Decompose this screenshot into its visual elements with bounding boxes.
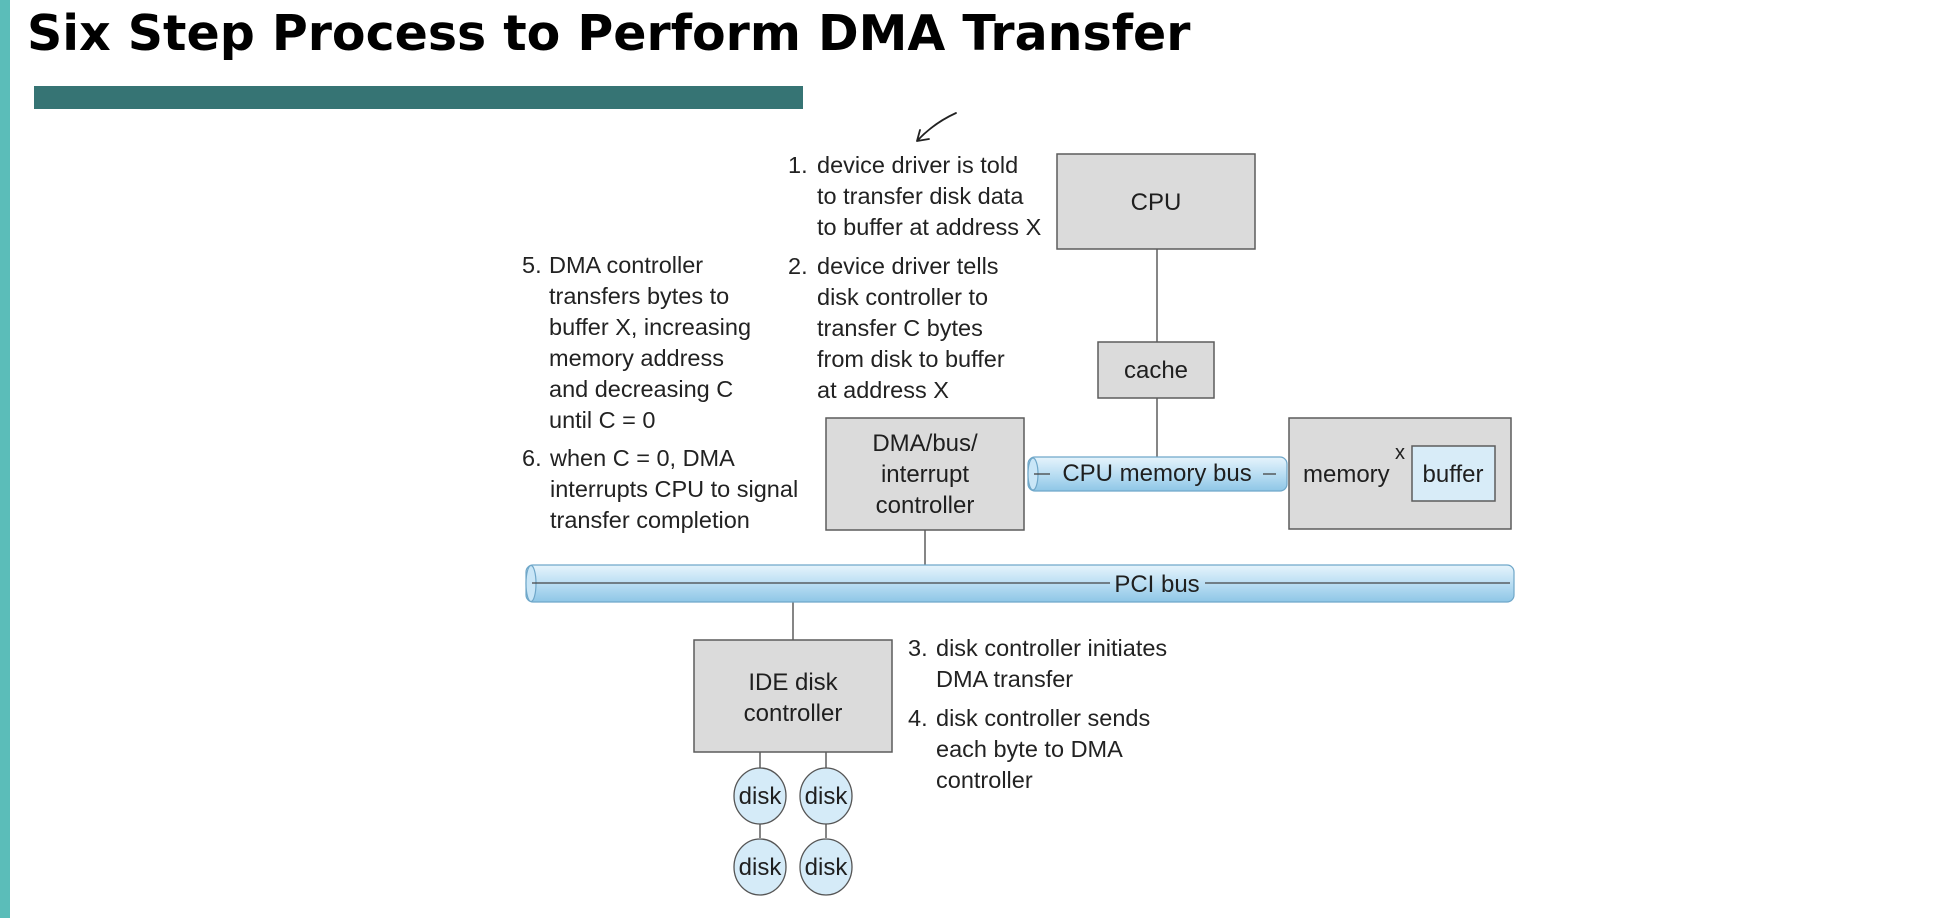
ide-controller-line-1: IDE disk (748, 669, 838, 696)
step-4-line: controller (936, 767, 1033, 793)
step-4-line: disk controller sends (936, 705, 1150, 731)
memory-address-x: x (1395, 442, 1405, 464)
step-1-line: to transfer disk data (817, 183, 1024, 209)
step-2-line: transfer C bytes (817, 315, 983, 341)
slide-title: Six Step Process to Perform DMA Transfer (27, 5, 1191, 62)
buffer-box (1411, 445, 1496, 502)
title-underline-bar (34, 86, 803, 109)
disk-3: disk (733, 838, 787, 896)
step-5-number: 5. (522, 252, 542, 278)
pci-bus-label: PCI bus (1114, 571, 1199, 598)
step-6-line: when C = 0, DMA (549, 445, 735, 471)
step-5-line: until C = 0 (549, 407, 655, 433)
step-2-line: disk controller to (817, 284, 988, 310)
step-4: 4. disk controller sends each byte to DM… (908, 705, 1150, 793)
step-2: 2. device driver tells disk controller t… (788, 253, 1005, 403)
cpu-box: CPU (1056, 153, 1256, 250)
step-5: 5. DMA controller transfers bytes to buf… (522, 252, 751, 433)
slide-side-stripe (0, 0, 10, 918)
step-4-line: each byte to DMA (936, 736, 1123, 762)
disk-1: disk (733, 767, 787, 825)
memory-box: memory x buffer (1288, 417, 1512, 530)
step-4-number: 4. (908, 705, 928, 731)
pci-bus: PCI bus (525, 564, 1515, 603)
step-3-number: 3. (908, 635, 928, 661)
step-1-line: to buffer at address X (817, 214, 1042, 240)
step-5-line: transfers bytes to (549, 283, 729, 309)
step-6: 6. when C = 0, DMA interrupts CPU to sig… (522, 445, 798, 533)
step-2-line: from disk to buffer (817, 346, 1005, 372)
step-3-line: disk controller initiates (936, 635, 1167, 661)
step-2-number: 2. (788, 253, 808, 279)
cpu-label: CPU (1131, 189, 1182, 216)
step-2-line: device driver tells (817, 253, 999, 279)
step-5-line: DMA controller (549, 252, 703, 278)
connector-lines (759, 249, 1158, 838)
disk-2-label: disk (805, 783, 849, 810)
step-2-line: at address X (817, 377, 949, 403)
step-3: 3. disk controller initiates DMA transfe… (908, 635, 1167, 692)
disk-4-label: disk (805, 854, 849, 881)
dma-controller-line-2: interrupt (881, 461, 969, 488)
step-6-line: transfer completion (550, 507, 750, 533)
dma-controller-line-3: controller (876, 492, 975, 519)
step-6-line: interrupts CPU to signal (550, 476, 798, 502)
handwritten-arrow-icon (916, 112, 957, 142)
dma-controller-line-1: DMA/bus/ (872, 430, 978, 457)
cpu-memory-bus: CPU memory bus (1027, 456, 1288, 492)
ide-controller-line-2: controller (744, 700, 843, 727)
step-5-line: memory address (549, 345, 724, 371)
step-1-line: device driver is told (817, 152, 1018, 178)
cpu-memory-bus-label: CPU memory bus (1062, 460, 1251, 487)
disk-4: disk (799, 838, 853, 896)
step-3-line: DMA transfer (936, 666, 1073, 692)
dma-controller-box: DMA/bus/ interrupt controller (825, 417, 1025, 531)
disk-1-label: disk (739, 783, 783, 810)
buffer-label: buffer (1423, 461, 1484, 488)
memory-label: memory (1303, 461, 1390, 488)
cache-box: cache (1097, 341, 1215, 399)
ide-disk-controller-box: IDE disk controller (693, 639, 893, 753)
step-5-line: buffer X, increasing (549, 314, 751, 340)
step-5-line: and decreasing C (549, 376, 733, 402)
step-1: 1. device driver is told to transfer dis… (788, 152, 1042, 240)
cache-label: cache (1124, 357, 1188, 384)
disk-3-label: disk (739, 854, 783, 881)
step-6-number: 6. (522, 445, 542, 471)
disk-2: disk (799, 767, 853, 825)
step-1-number: 1. (788, 152, 808, 178)
